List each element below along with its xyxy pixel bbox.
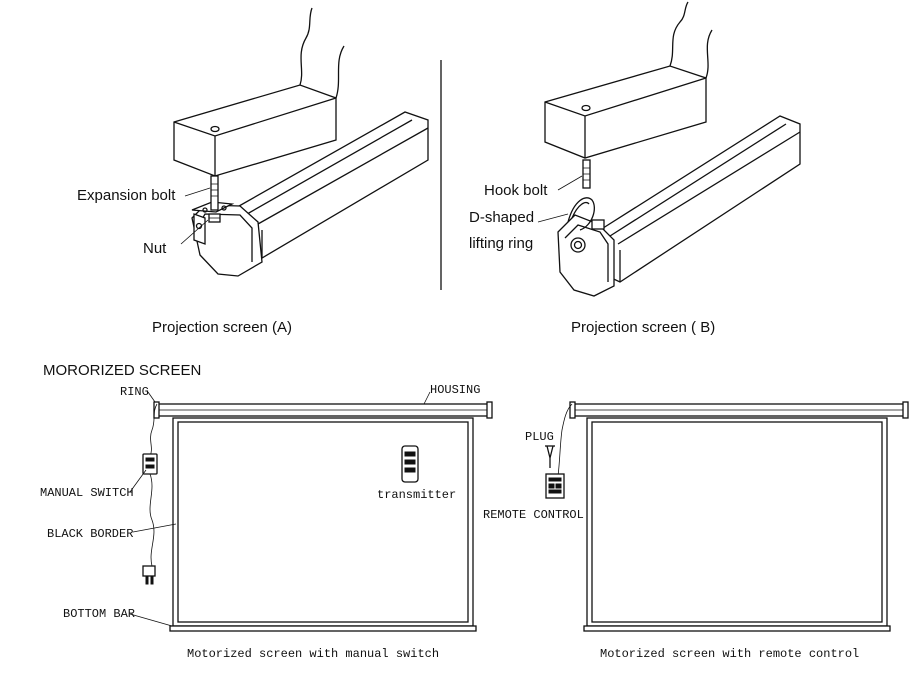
hook-bolt-label: Hook bolt bbox=[484, 182, 548, 199]
caption-projection-screen-b: Projection screen ( B) bbox=[571, 319, 715, 336]
housing-label: HOUSING bbox=[430, 383, 480, 397]
black-border-label: BLACK BORDER bbox=[47, 527, 133, 541]
plug-label: PLUG bbox=[525, 430, 554, 444]
expansion-bolt-label: Expansion bolt bbox=[77, 187, 176, 204]
caption-projection-screen-a: Projection screen (A) bbox=[152, 319, 292, 336]
lifting-ring-label: lifting ring bbox=[469, 235, 533, 252]
motorized-screen-manual-switch-illustration bbox=[129, 391, 493, 632]
caption-manual-switch: Motorized screen with manual switch bbox=[187, 647, 439, 661]
d-shaped-label: D-shaped bbox=[469, 209, 534, 226]
nut-label: Nut bbox=[143, 240, 167, 257]
projection-screen-b-illustration bbox=[537, 1, 801, 297]
section-title: MORORIZED SCREEN bbox=[43, 362, 201, 379]
ring-label: RING bbox=[120, 385, 149, 399]
manual-switch-label: MANUAL SWITCH bbox=[40, 486, 134, 500]
caption-remote-control: Motorized screen with remote control bbox=[600, 647, 859, 661]
motorized-screen-remote-control-illustration bbox=[545, 401, 909, 632]
transmitter-label: transmitter bbox=[377, 488, 456, 502]
remote-control-label: REMOTE CONTROL bbox=[483, 508, 584, 522]
bottom-bar-label: BOTTOM BAR bbox=[63, 607, 135, 621]
projection-screen-a-illustration bbox=[173, 7, 442, 290]
